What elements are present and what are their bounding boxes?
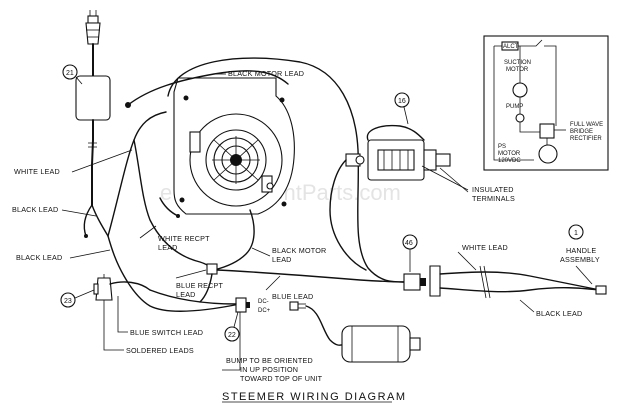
label-pump: PUMP bbox=[506, 104, 523, 110]
black-lead-left-wire bbox=[83, 204, 93, 237]
label-black-motor-lead-top: BLACK MOTOR LEAD bbox=[228, 69, 304, 78]
svg-text:16: 16 bbox=[398, 98, 406, 105]
cord-to-lead-junction bbox=[91, 204, 109, 237]
schematic-inset: ALCT SUCTION MOTOR PUMP FULL WAVE BRIDGE… bbox=[483, 35, 609, 171]
label-dc-plus: DC+ bbox=[258, 308, 271, 314]
label-ps-motor-1: PS bbox=[498, 144, 506, 150]
connector-46 bbox=[403, 265, 441, 297]
wire-break-mark bbox=[479, 265, 491, 299]
label-dc-minus: DC- bbox=[258, 299, 269, 305]
diagram-title: STEEMER WIRING DIAGRAM bbox=[222, 391, 407, 403]
label-white-recpt-lead-2: LEAD bbox=[158, 243, 178, 252]
motor-to-switch-wire bbox=[167, 57, 405, 283]
pump-motor bbox=[341, 325, 421, 363]
label-handle-assembly-2: ASSEMBLY bbox=[560, 255, 600, 264]
label-handle-assembly-1: HANDLE bbox=[566, 246, 596, 255]
power-plug bbox=[85, 10, 101, 45]
motor-lead-terminal bbox=[125, 102, 131, 108]
black-motor-lead-mid-wire bbox=[213, 209, 255, 271]
pump-motor-wire bbox=[305, 305, 345, 346]
label-black-lead-right: BLACK LEAD bbox=[536, 309, 582, 318]
motor-ground-terminal bbox=[176, 214, 180, 218]
suction-motor bbox=[173, 77, 295, 215]
handle-connector bbox=[595, 285, 607, 295]
svg-text:23: 23 bbox=[64, 298, 72, 305]
black-lead-right-wire bbox=[439, 286, 601, 293]
svg-text:46: 46 bbox=[405, 240, 413, 247]
label-ps-motor-3: 120VDC bbox=[498, 158, 521, 164]
pump-lead-wire bbox=[329, 159, 367, 271]
blue-lead-wire bbox=[216, 269, 405, 283]
pump-16 bbox=[345, 139, 451, 181]
label-suction-motor-2: MOTOR bbox=[506, 67, 529, 73]
label-suction-motor-1: SUCTION bbox=[504, 60, 531, 66]
callout-21: 21 bbox=[62, 64, 83, 85]
black-lead-lower-wire bbox=[107, 235, 241, 313]
switch-lead-wire bbox=[109, 281, 151, 291]
pump-top-wire bbox=[366, 124, 425, 141]
cord-lower bbox=[91, 119, 94, 206]
black-motor-lead-top-wire bbox=[127, 70, 289, 106]
label-blue-switch-lead: BLUE SWITCH LEAD bbox=[130, 328, 203, 337]
dc-lead-wire bbox=[149, 289, 237, 305]
label-white-recpt-lead-1: WHITE RECPT bbox=[158, 234, 210, 243]
label-blue-lead: BLUE LEAD bbox=[272, 292, 313, 301]
motor-ground-wire bbox=[159, 197, 179, 217]
svg-text:21: 21 bbox=[66, 70, 74, 77]
callout-16: 16 bbox=[394, 92, 410, 125]
white-lead-left-wire bbox=[107, 111, 167, 237]
callout-1: 1 bbox=[568, 224, 584, 240]
label-full-wave-2: BRIDGE bbox=[570, 129, 593, 135]
label-insulated-terminals-1: INSULATED bbox=[472, 185, 514, 194]
callout-23: 23 bbox=[60, 289, 95, 308]
label-bump-note-1: BUMP TO BE ORIENTED bbox=[226, 356, 313, 365]
white-lead-right-wire bbox=[439, 271, 601, 291]
label-blue-recpt-lead-1: BLUE RECPT bbox=[176, 281, 224, 290]
callout-46: 46 bbox=[402, 234, 418, 272]
label-white-lead-right: WHITE LEAD bbox=[462, 243, 508, 252]
label-blue-recpt-lead-2: LEAD bbox=[176, 290, 196, 299]
label-alct: ALCT bbox=[503, 44, 519, 50]
receptacle-connector bbox=[206, 263, 218, 275]
label-white-lead-left: WHITE LEAD bbox=[14, 167, 60, 176]
label-black-motor-lead-mid-2: LEAD bbox=[272, 255, 292, 264]
label-soldered-leads: SOLDERED LEADS bbox=[126, 346, 194, 355]
label-black-lead-left-top: BLACK LEAD bbox=[12, 205, 58, 214]
svg-text:1: 1 bbox=[574, 230, 578, 237]
blue-recpt-lead-wire bbox=[199, 273, 213, 303]
label-ps-motor-2: MOTOR bbox=[498, 151, 521, 157]
label-full-wave-1: FULL WAVE bbox=[570, 122, 603, 128]
label-insulated-terminals-2: TERMINALS bbox=[472, 194, 515, 203]
black-lead-terminal bbox=[84, 234, 88, 238]
svg-text:22: 22 bbox=[228, 332, 236, 339]
label-black-lead-left-bottom: BLACK LEAD bbox=[16, 253, 62, 262]
label-full-wave-3: RECTIFIER bbox=[570, 136, 602, 142]
callout-22: 22 bbox=[224, 311, 240, 342]
label-bump-note-2: IN UP POSITION bbox=[240, 365, 298, 374]
label-bump-note-3: TOWARD TOP OF UNIT bbox=[240, 374, 323, 383]
cord-strain-relief bbox=[88, 142, 97, 148]
switch-23 bbox=[93, 274, 113, 301]
label-black-motor-lead-mid-1: BLACK MOTOR bbox=[272, 246, 326, 255]
dc-connector-22 bbox=[235, 297, 306, 313]
